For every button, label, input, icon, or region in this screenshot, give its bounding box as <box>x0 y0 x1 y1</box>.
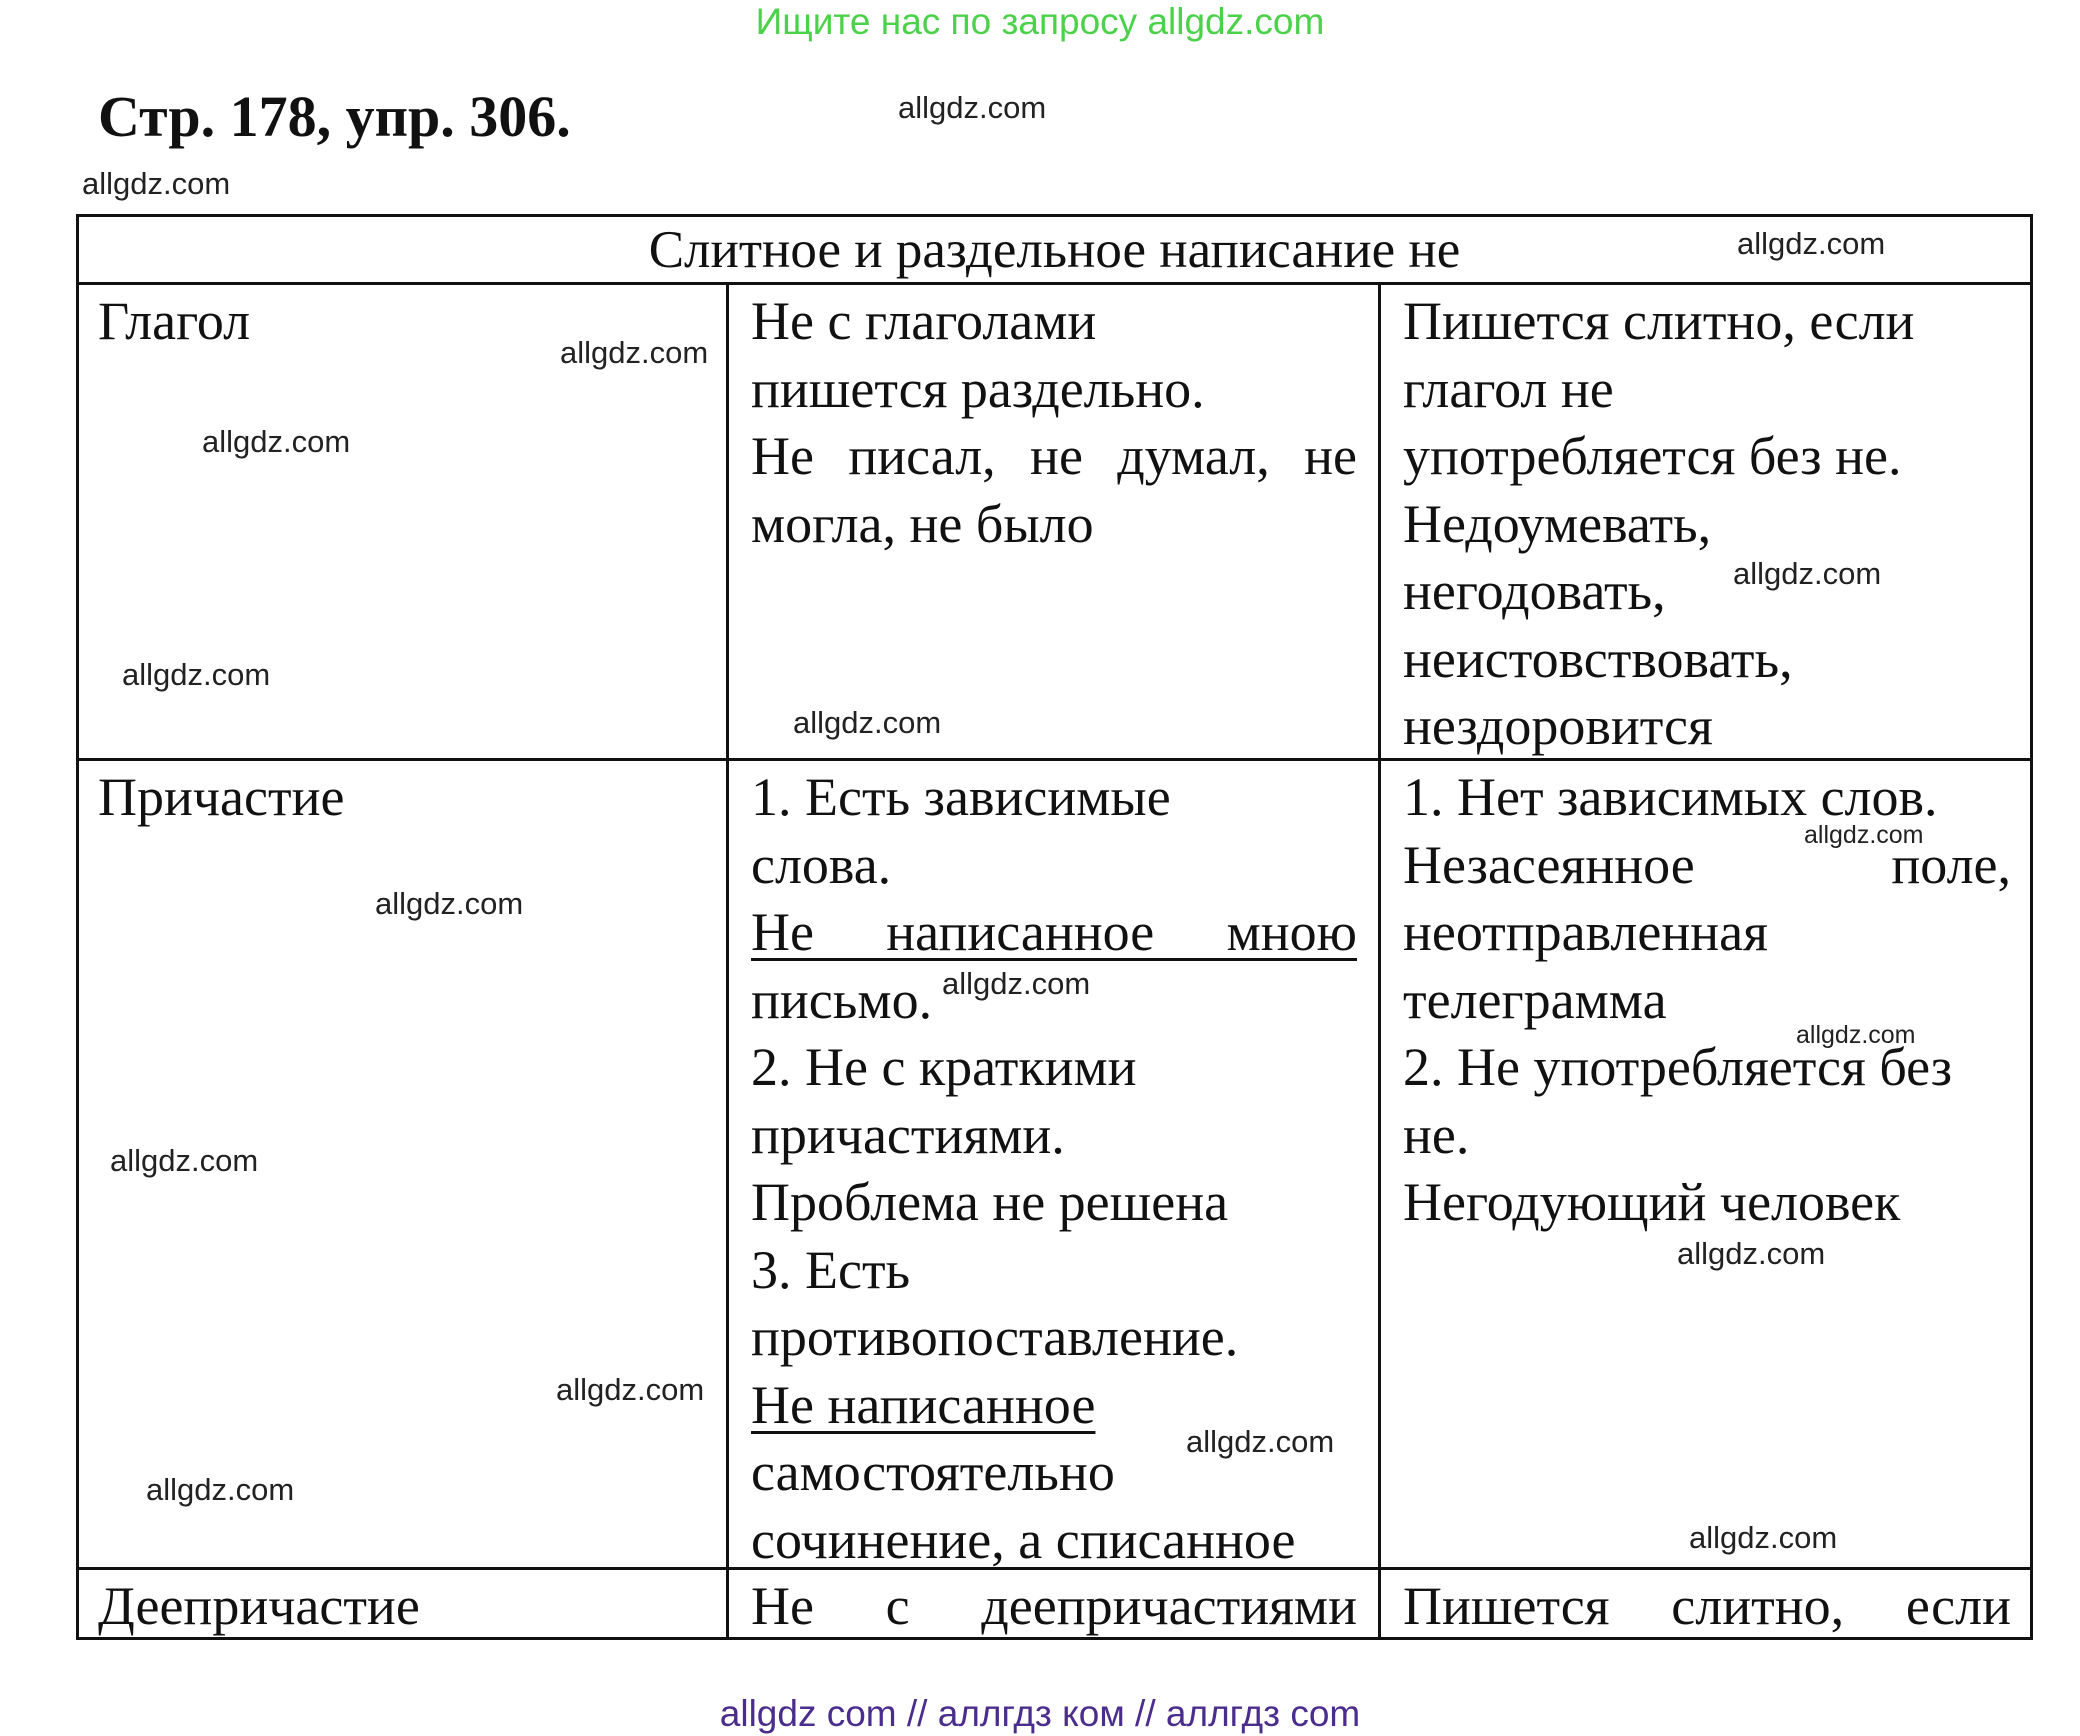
text-line: 3. Есть <box>751 1239 911 1300</box>
text-line: противопоставление. <box>751 1307 1239 1367</box>
watermark: allgdz.com <box>1689 1520 1838 1555</box>
text-line: пишется раздельно. <box>751 358 1205 419</box>
text-line: употребляется без не. <box>1403 426 1902 486</box>
text-line: письмо. <box>751 969 933 1030</box>
text-line: телеграмма <box>1403 969 1667 1030</box>
page-title: Стр. 178, упр. 306. <box>98 84 571 149</box>
watermark: allgdz.com <box>898 90 1047 125</box>
row-name: Деепричастие <box>98 1576 420 1636</box>
text-line: 1. Есть зависимые <box>751 767 1171 827</box>
cell-gerund-name: Деепричастие <box>76 1573 728 1637</box>
watermark: allgdz.com <box>1796 1021 1916 1049</box>
text-line: Пишется слитно, если <box>1403 291 1915 351</box>
top-banner: Ищите нас по запросу allgdz.com <box>755 1 1325 42</box>
watermark: allgdz.com <box>122 657 271 692</box>
watermark: allgdz.com <box>146 1472 295 1507</box>
text-line: Не написанное <box>751 1374 1096 1435</box>
watermark: allgdz.com <box>202 424 351 459</box>
watermark: allgdz.com <box>556 1372 705 1407</box>
cell-gerund-exception: Пишется слитно, если <box>1381 1573 2033 1637</box>
cell-participle-name: Причастие <box>76 764 728 1564</box>
cell-gerund-rule: Не с деепричастиями <box>729 1573 1379 1637</box>
watermark: allgdz.com <box>375 886 524 921</box>
text-line: причастиями. <box>751 1104 1065 1165</box>
text-line: 1. Нет зависимых слов. <box>1403 767 1938 827</box>
text-line: неотправленная <box>1403 902 1768 962</box>
row-divider <box>76 282 2033 285</box>
watermark: allgdz.com <box>1677 1236 1826 1271</box>
text-line: Незасеянное поле, <box>1403 834 2011 895</box>
column-divider <box>726 282 729 1640</box>
cell-participle-rule: 1. Есть зависимые слова. Не написанное м… <box>729 764 1379 1567</box>
text-line: слова. <box>751 834 892 895</box>
watermark: allgdz.com <box>1186 1424 1335 1459</box>
text-line: Не с глаголами <box>751 291 1097 351</box>
text-line: Не писал, не думал, не <box>751 426 1357 486</box>
row-divider <box>76 758 2033 761</box>
watermark: allgdz.com <box>793 705 942 740</box>
watermark: allgdz.com <box>1733 556 1882 591</box>
text-line: 2. Не с краткими <box>751 1037 1137 1097</box>
text-line: негодовать, <box>1403 561 1666 621</box>
cell-verb-rule: Не с глаголами пишется раздельно. Не пис… <box>729 288 1379 756</box>
text-line: могла, не было <box>751 493 1094 554</box>
text-line: Пишется слитно, если <box>1403 1576 2011 1636</box>
text-line: самостоятельно <box>751 1442 1115 1502</box>
watermark: allgdz.com <box>560 335 709 370</box>
cell-verb-name: Глагол <box>76 288 728 756</box>
watermark: allgdz.com <box>82 166 231 201</box>
text-line: 2. Не употребляется без <box>1403 1037 1953 1097</box>
cell-participle-exception: 1. Нет зависимых слов. Незасеянное поле,… <box>1381 764 2033 1564</box>
text-line: Не написанное мною <box>751 902 1357 962</box>
cell-verb-exception: Пишется слитно, если глагол не употребля… <box>1381 288 2033 758</box>
text-line: Негодующий человек <box>1403 1172 1901 1232</box>
text-line: Проблема не решена <box>751 1172 1229 1232</box>
row-divider <box>76 1567 2033 1570</box>
watermark: allgdz.com <box>1804 821 1924 849</box>
text-line: Недоумевать, <box>1403 493 1712 554</box>
text-line: не. <box>1403 1104 1470 1165</box>
text-line: сочинение, а списанное <box>751 1509 1296 1568</box>
text-line: глагол не <box>1403 358 1614 419</box>
table-frame <box>76 214 2033 1640</box>
column-divider <box>1378 282 1381 1640</box>
watermark: allgdz.com <box>1737 226 1886 261</box>
footer-watermark: allgdz com // аллгдз ком // аллгдз com <box>719 1693 1361 1734</box>
row-name: Глагол <box>98 291 251 351</box>
table-caption: Слитное и раздельное написание не <box>648 221 1461 279</box>
text-line: неистовствовать, <box>1403 628 1793 689</box>
text-line: Не с деепричастиями <box>751 1576 1357 1636</box>
text-line: нездоровится <box>1403 696 1713 756</box>
row-name: Причастие <box>98 767 345 827</box>
watermark: allgdz.com <box>942 966 1091 1001</box>
watermark: allgdz.com <box>110 1143 259 1178</box>
